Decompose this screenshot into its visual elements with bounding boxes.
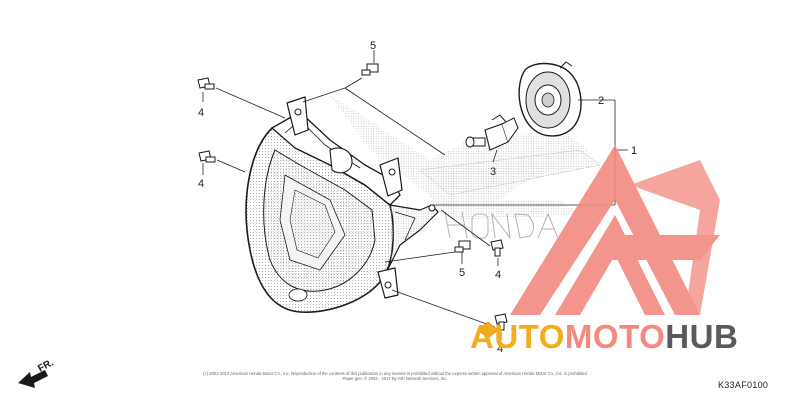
copyright-line-2: Paper gen. © 2004 - 2017 By ARI Network … [342,376,448,381]
dust-cover [518,61,582,137]
callout-4-middle: 4 [198,178,204,190]
callout-4-right: 4 [495,269,501,281]
callout-1: 1 [631,145,637,157]
honda-letters [444,211,559,240]
screw-5-bottom [454,240,471,253]
screw-4-right [490,239,504,257]
watermark-brand-part2: MOTO [564,318,666,355]
callout-5-bottom: 5 [459,267,465,279]
direction-label: FR. [36,357,56,374]
callout-2: 2 [598,95,604,107]
screw-4-bottom [494,313,508,331]
screw-4-top [197,77,215,90]
screw-5-top [361,63,379,76]
watermark-brand-part3: HUB [665,318,739,355]
callout-3: 3 [490,166,496,178]
copyright-line-1: (c) 2002-2013 American Honda Motor Co., … [203,371,587,376]
copyright-notice: (c) 2002-2013 American Honda Motor Co., … [200,371,590,381]
watermark-brand-part1: AUTO [470,318,565,355]
leader-lines [202,50,628,340]
watermark-logo-icon [510,145,720,315]
callout-4-top: 4 [198,107,204,119]
diagram-code: K33AF0100 [718,380,769,390]
callout-5-top: 5 [370,40,376,52]
watermark-bolt-icon [477,321,499,339]
headlight-assembly [245,96,439,313]
callout-4-bottom: 4 [497,343,503,355]
watermark-brand: AUTOMOTOHUB [470,318,738,356]
front-direction-arrow: FR. [18,357,56,388]
headlight-bulb [465,114,519,151]
screw-4-middle [198,150,216,163]
